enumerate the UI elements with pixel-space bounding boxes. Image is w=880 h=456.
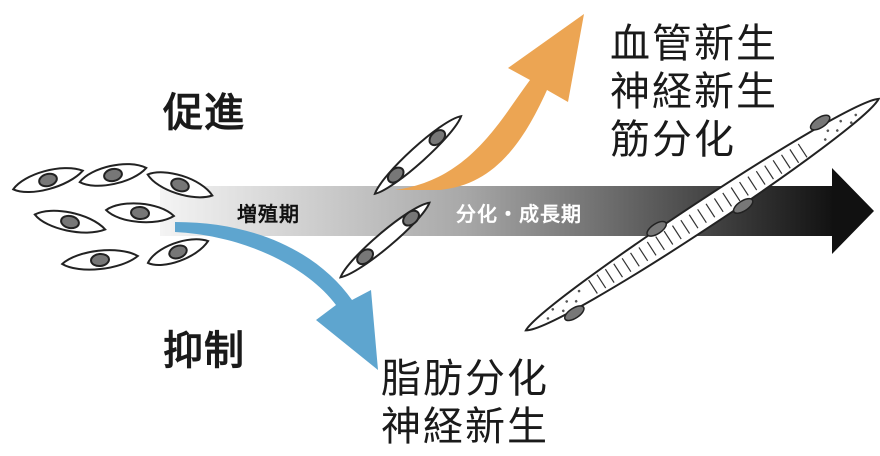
promoted-outcome-item: 血管新生	[610, 21, 778, 67]
proliferation-phase-label: 増殖期	[237, 202, 300, 226]
suppressed-outcomes: 脂肪分化 神経新生	[381, 355, 549, 451]
suppressed-outcome-item: 脂肪分化	[381, 356, 549, 402]
suppress-arrow	[175, 222, 378, 370]
myofiber-icon	[524, 97, 880, 332]
promoted-outcome-item: 神経新生	[610, 69, 778, 115]
suppressed-outcome-item: 神経新生	[381, 404, 549, 450]
differentiation-phase-label: 分化・成長期	[456, 202, 582, 226]
myoblast-cell-icon	[11, 163, 214, 271]
myotube-icon	[338, 114, 463, 279]
promote-arrow	[395, 14, 584, 190]
suppress-label: 抑制	[163, 328, 245, 374]
promoted-outcome-item: 筋分化	[610, 117, 736, 163]
promoted-outcomes: 血管新生 神経新生 筋分化	[610, 20, 778, 164]
promote-label: 促進	[163, 90, 245, 136]
